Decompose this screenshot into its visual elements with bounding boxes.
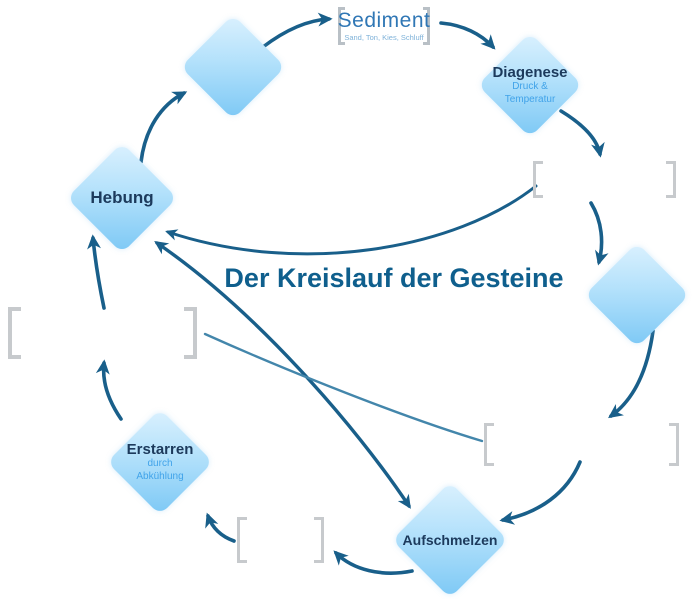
node-aufschmelzen-label: Aufschmelzen (402, 532, 498, 548)
node-hebung-label: Hebung (90, 188, 154, 207)
connector-placeholder-left-to-placeholder-right-lower (203, 332, 484, 443)
arrow-diagenese-to-placeholder-right-upper (559, 109, 605, 158)
placeholder-right-lower-bracket-right-icon (669, 423, 679, 466)
arrow-sediment-to-diagenese (439, 21, 496, 50)
sediment-bracket-right-icon (423, 7, 430, 45)
placeholder-right-upper-bracket-right-icon (666, 161, 676, 198)
sediment-bracket-left-icon (338, 7, 345, 45)
sediment-label: Sediment (337, 9, 431, 32)
arrow-rock-top-left-to-sediment (261, 12, 333, 49)
placeholder-right-lower-bracket-left-icon (484, 423, 494, 466)
page-title: Der Kreislauf der Gesteine (224, 263, 564, 293)
placeholder-left-middle-bracket-right-icon (184, 307, 197, 359)
placeholder-bottom-bracket-left-icon (237, 517, 247, 563)
arrow-erstarren-to-placeholder-left-middle (95, 359, 123, 421)
node-diagenese-sublabel: Druck & Temperatur (504, 81, 556, 105)
placeholder-left-middle-bracket-left-icon (8, 307, 21, 359)
arrow-rock-right-to-placeholder-right-lower (608, 329, 655, 419)
node-diagenese-label: Diagenese (492, 64, 568, 81)
arrow-hebung-aufschmelzen-bidirectional (154, 241, 411, 509)
sediment-sublabel: Sand, Ton, Kies, Schluff (344, 33, 424, 42)
arrow-aufschmelzen-to-placeholder-bottom (333, 550, 414, 575)
placeholder-right-upper-bracket-left-icon (533, 161, 543, 198)
placeholder-bottom-bracket-right-icon (314, 517, 324, 563)
arrow-placeholder-right-lower-to-aufschmelzen (499, 460, 582, 525)
node-erstarren-sublabel: durch Abkühlung (136, 458, 184, 482)
arrow-placeholder-right-upper-to-rock-right (589, 201, 609, 266)
arrow-placeholder-right-upper-to-hebung (165, 184, 538, 256)
arrow-placeholder-left-middle-to-hebung (87, 234, 106, 310)
arrow-placeholder-bottom-to-erstarren (205, 512, 236, 543)
node-erstarren-label: Erstarren (126, 441, 194, 458)
arrow-hebung-to-rock-top-left (139, 91, 188, 164)
